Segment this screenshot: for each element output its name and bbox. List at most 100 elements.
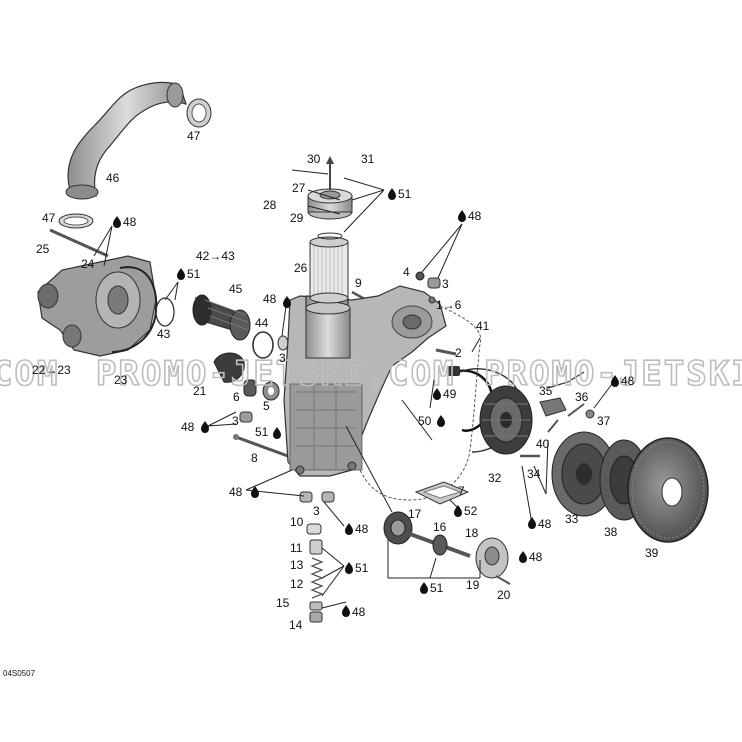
watermark-right: PROMO-JETSKI <box>484 354 742 394</box>
callout-3: 3 <box>313 504 320 518</box>
shaft-16-part <box>409 532 471 558</box>
callout-labels: 47 46 47 48 25 24 51 42→43 45 43 44 22→2… <box>32 129 659 632</box>
bolt-20-part <box>495 575 511 585</box>
callout-52: 52 <box>464 504 478 518</box>
watermark-middle: PROMO-JETSKI.COM <box>96 354 456 394</box>
drop-icon <box>528 517 536 529</box>
watermark: COM PROMO-JETSKI.COM PROMO-JETSKI <box>0 353 742 395</box>
callout-33: 33 <box>565 512 579 526</box>
callout-21: 21 <box>193 384 207 398</box>
filter-cover-part <box>307 188 353 220</box>
washer-37-part <box>585 409 595 419</box>
callout-47: 47 <box>42 211 56 225</box>
callout-4: 4 <box>403 265 410 279</box>
hose-end-lower <box>65 184 99 200</box>
hose-end <box>166 82 184 108</box>
reference-code: 04S0507 <box>3 669 36 678</box>
gasket-ring-part <box>213 352 245 383</box>
oil-filter-part <box>309 236 349 304</box>
bushing-3-part <box>427 277 441 289</box>
callout-34: 34 <box>527 467 541 481</box>
callout-3: 3 <box>279 351 286 365</box>
callout-51: 51 <box>355 561 369 575</box>
callout-24: 24 <box>81 257 95 271</box>
callout-1-6: 1→6 <box>436 298 462 312</box>
callout-51: 51 <box>398 187 412 201</box>
callout-50: 50 <box>418 414 432 428</box>
leader-lines <box>93 169 613 609</box>
callout-48: 48 <box>468 209 482 223</box>
filter-o-ring-part <box>317 232 343 240</box>
drop-icon <box>201 421 209 433</box>
callout-51: 51 <box>255 425 269 439</box>
small-plug-part <box>277 335 289 351</box>
callout-7: 7 <box>458 484 465 498</box>
callout-48: 48 <box>538 517 552 531</box>
drop-icon <box>177 268 185 280</box>
callout-51: 51 <box>187 267 201 281</box>
drop-icon <box>519 551 527 563</box>
callout-27: 27 <box>292 181 306 195</box>
callout-29: 29 <box>290 211 304 225</box>
gear-17-part <box>383 511 413 545</box>
cover-19-part <box>475 537 509 579</box>
callout-3: 3 <box>442 277 449 291</box>
pump-housing-part <box>37 255 158 357</box>
callout-51: 51 <box>430 581 444 595</box>
callout-42-43: 42→43 <box>196 249 235 263</box>
callout-39: 39 <box>645 546 659 560</box>
shaft-cartridge-part <box>192 294 251 341</box>
callout-46: 46 <box>106 171 120 185</box>
callout-48: 48 <box>529 550 543 564</box>
bolt-36-part <box>567 403 585 417</box>
callout-10: 10 <box>290 515 304 529</box>
drop-icon <box>458 210 466 222</box>
callout-20: 20 <box>497 588 511 602</box>
callout-12: 12 <box>290 577 304 591</box>
callout-37: 37 <box>597 414 611 428</box>
callout-43: 43 <box>157 327 171 341</box>
callout-36: 36 <box>575 390 589 404</box>
callout-32: 32 <box>488 471 502 485</box>
bushing-left-part <box>239 411 253 423</box>
drop-icon <box>454 505 462 517</box>
plug-4-part <box>415 271 425 281</box>
callout-48: 48 <box>263 292 277 306</box>
stud-part <box>49 228 109 258</box>
callout-28: 28 <box>263 198 277 212</box>
seal-ring-part <box>252 331 274 359</box>
callout-48: 48 <box>352 605 366 619</box>
callout-6: 6 <box>233 390 240 404</box>
clamp-upper-part <box>186 98 212 128</box>
callout-48: 48 <box>621 374 635 388</box>
drop-icon <box>345 523 353 535</box>
drop-icon <box>420 582 428 594</box>
bolt-40-part <box>547 419 559 433</box>
ring-gear-39-part <box>627 437 709 543</box>
callout-13: 13 <box>290 558 304 572</box>
drop-icon <box>345 562 353 574</box>
callout-35: 35 <box>539 384 553 398</box>
callout-44: 44 <box>255 316 269 330</box>
watermark-left: COM <box>0 354 59 394</box>
callout-16: 16 <box>433 520 447 534</box>
callout-31: 31 <box>361 152 375 166</box>
callout-14: 14 <box>289 618 303 632</box>
parts-layer <box>37 81 709 623</box>
callout-22-23: 22→23 <box>32 363 71 377</box>
callout-48: 48 <box>229 485 243 499</box>
switch-35-part <box>539 371 585 417</box>
callout-38: 38 <box>604 525 618 539</box>
tower-housing-part <box>305 295 351 359</box>
callout-49: 49 <box>443 387 457 401</box>
callout-47: 47 <box>187 129 201 143</box>
bushing-bottom-2-part <box>321 491 335 503</box>
sensor-2-part <box>435 348 457 356</box>
callout-30: 30 <box>307 152 321 166</box>
relief-valve-part <box>306 523 324 623</box>
callout-2: 2 <box>455 346 462 360</box>
drop-icon <box>437 415 445 427</box>
drop-icon <box>342 605 350 617</box>
callout-9: 9 <box>355 276 362 290</box>
